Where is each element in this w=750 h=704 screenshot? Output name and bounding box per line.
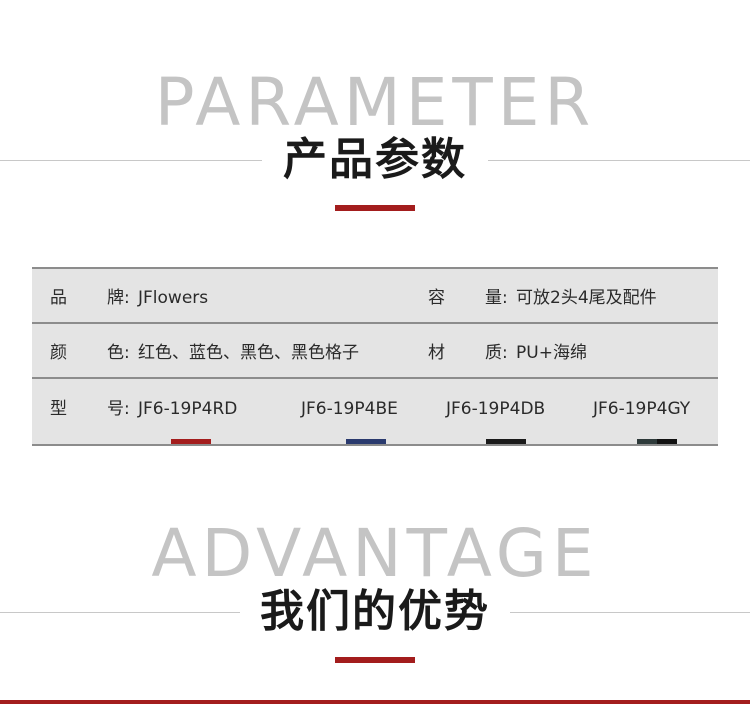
parameter-watermark-title: PARAMETER: [154, 64, 596, 141]
capacity-label-char2: 量:: [485, 288, 508, 308]
material-label-char2: 质:: [485, 343, 508, 363]
parameter-title: 产品参数: [0, 134, 750, 185]
advantage-divider-right: [510, 612, 750, 613]
model-code-red: JF6-19P4RD: [138, 399, 238, 419]
advantage-divider-left: [0, 612, 240, 613]
model-code-black: JF6-19P4DB: [446, 399, 546, 419]
param-row-color: 颜 色: 红色、蓝色、黑色、黑色格子 材 质: PU+海绵: [32, 322, 718, 377]
advantage-title-text: 我们的优势: [248, 586, 502, 637]
model-label-char2: 号:: [107, 399, 130, 419]
color-label-char1: 颜: [50, 343, 67, 363]
color-label-char2: 色:: [107, 343, 130, 363]
row-divider: [32, 267, 718, 269]
advantage-watermark-title: ADVANTAGE: [151, 515, 599, 592]
parameter-divider-left: [0, 160, 262, 161]
model-code-grid: JF6-19P4GY: [593, 399, 691, 419]
parameter-divider-right: [488, 160, 750, 161]
capacity-value: 可放2头4尾及配件: [516, 288, 657, 308]
parameter-accent-bar: [335, 205, 415, 211]
brand-label-char1: 品: [50, 288, 67, 308]
color-swatch-black: [486, 439, 526, 444]
model-label-char1: 型: [50, 399, 67, 419]
brand-label-char2: 牌:: [107, 288, 130, 308]
brand-value: JFlowers: [138, 288, 209, 308]
color-swatch-red: [171, 439, 211, 444]
page-bottom-accent: [0, 700, 750, 704]
material-label-char1: 材: [428, 343, 445, 363]
model-code-blue: JF6-19P4BE: [301, 399, 398, 419]
row-divider: [32, 322, 718, 324]
material-value: PU+海绵: [516, 343, 587, 363]
param-row-brand: 品 牌: JFlowers 容 量: 可放2头4尾及配件: [32, 267, 718, 322]
advantage-accent-bar: [335, 657, 415, 663]
row-divider: [32, 377, 718, 379]
color-value: 红色、蓝色、黑色、黑色格子: [138, 343, 359, 363]
param-row-model: 型 号: JF6-19P4RD JF6-19P4BE JF6-19P4DB JF…: [32, 377, 718, 444]
color-swatch-blue: [346, 439, 386, 444]
parameter-title-text: 产品参数: [271, 134, 479, 185]
parameter-table: 品 牌: JFlowers 容 量: 可放2头4尾及配件 颜 色: 红色、蓝色、…: [32, 267, 718, 446]
table-bottom-border: [32, 444, 718, 446]
advantage-title: 我们的优势: [0, 586, 750, 637]
color-swatch-grid: [637, 439, 677, 444]
capacity-label-char1: 容: [428, 288, 445, 308]
